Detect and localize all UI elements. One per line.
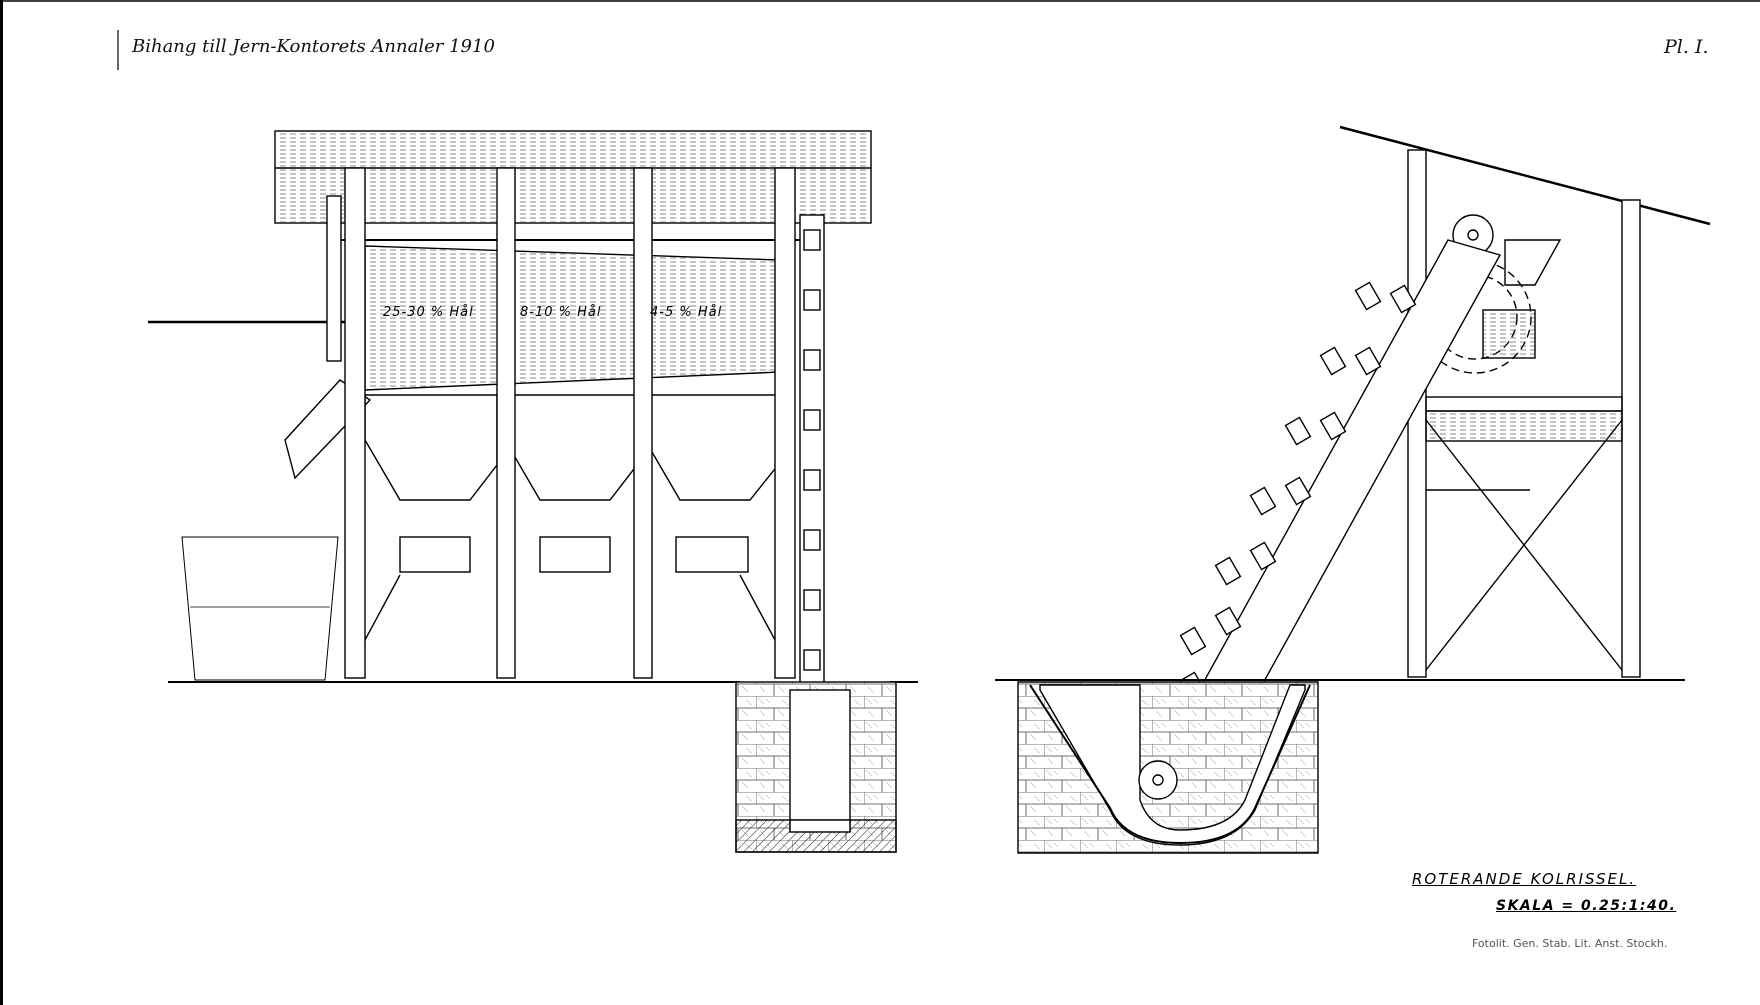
drawing-scale: SKALA = 0.25:1:40.: [1496, 898, 1677, 914]
screen-label-fine: 4-5 % Hål: [650, 305, 723, 320]
drawing-title: ROTERANDE KOLRISSEL.: [1412, 870, 1637, 888]
roof-box: [274, 130, 872, 224]
hopper-2: [504, 394, 638, 501]
coal-wagon: [181, 536, 339, 681]
conveyor-buckets: [1179, 281, 1417, 701]
column-1: [344, 167, 366, 679]
post-right: [1621, 199, 1641, 678]
outlet-2: [539, 536, 611, 573]
lithographer-imprint: Fotolit. Gen. Stab. Lit. Anst. Stockh.: [1472, 937, 1668, 950]
hopper-3: [644, 394, 779, 501]
platform: [1425, 396, 1623, 412]
column-3: [633, 167, 653, 679]
outlet-3: [675, 536, 749, 573]
hopper-1: [364, 394, 498, 501]
column-4: [774, 167, 796, 679]
publication-header: Bihang till Jern-Kontorets Annaler 1910: [132, 36, 495, 57]
boot-pulley: [1138, 760, 1178, 800]
screen-label-medium: 8-10 % Hål: [520, 305, 602, 320]
roof-slope: [1339, 125, 1711, 226]
left-edge: [0, 0, 3, 1005]
outlet-1: [399, 536, 471, 573]
plate-number: Pl. I.: [1664, 36, 1709, 58]
screen-label-coarse: 25-30 % Hål: [383, 305, 474, 320]
end-elevation: [995, 125, 1711, 854]
column-2: [496, 167, 516, 679]
side-elevation: [148, 130, 918, 853]
drum-section: [1482, 309, 1536, 359]
